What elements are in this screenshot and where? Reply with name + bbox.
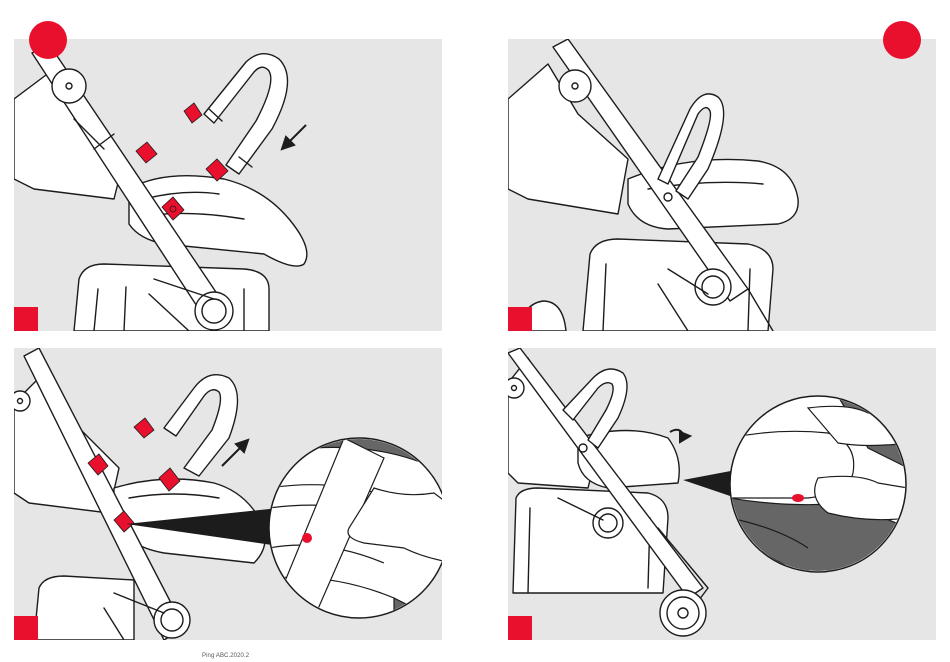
- panel-top-right: [508, 39, 936, 331]
- step-marker-square: [14, 616, 38, 640]
- curved-arrow-icon: [670, 430, 690, 442]
- stroller-insert-illustration: [14, 39, 442, 331]
- panel-bottom-right: [508, 348, 936, 640]
- step-marker-square: [14, 307, 38, 331]
- panel-bottom-left: [14, 348, 442, 640]
- step-marker-square: [508, 307, 532, 331]
- step-indicator-dot-left: [29, 21, 67, 59]
- stroller-remove-illustration: [14, 348, 442, 640]
- step-marker-square: [508, 616, 532, 640]
- document-code: Ping ABC.2020.2: [202, 653, 249, 659]
- stroller-attached-illustration: [508, 39, 936, 331]
- stroller-swing-illustration: [508, 348, 936, 640]
- arrow-up-right-icon: [222, 440, 248, 466]
- arrow-down-left-icon: [282, 125, 306, 149]
- bumper-end-left: [184, 103, 202, 123]
- panel-top-left: [14, 39, 442, 331]
- step-indicator-dot-right: [883, 21, 921, 59]
